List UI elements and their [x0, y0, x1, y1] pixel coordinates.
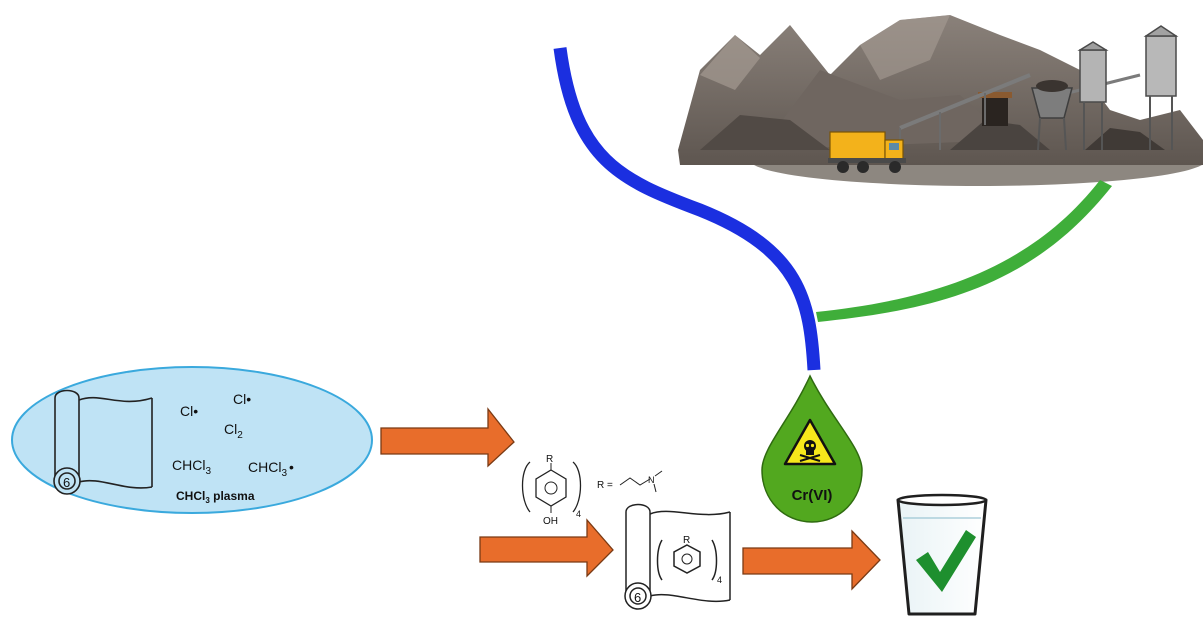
radical-label-2: Cl• — [233, 391, 251, 407]
calixarene-structure: R OH 4 R = N — [521, 454, 663, 527]
contaminant-label: Cr(VI) — [792, 487, 833, 504]
mining-site-illustration — [678, 15, 1203, 186]
chloroform-radical-label: CHCl3• — [248, 459, 294, 479]
r-substituent-label: R = — [597, 480, 613, 491]
skull-icon — [799, 440, 821, 462]
green-effluent-stream — [816, 180, 1112, 322]
checkmark-icon — [916, 530, 976, 592]
modified-membrane: R 4 6 — [624, 503, 731, 610]
modified-membrane-label: 6 — [634, 590, 641, 605]
chlorine-label: Cl2 — [224, 421, 243, 441]
membrane-label: 6 — [63, 475, 70, 490]
calixarene-oh-label: OH — [543, 516, 558, 527]
plasma-ellipse — [11, 366, 373, 514]
clean-water-glass-icon — [896, 493, 988, 616]
arrow-calixarene-to-membrane — [479, 518, 614, 578]
calixarene-repeat-label: 4 — [576, 509, 581, 519]
membrane-r-label: R — [683, 535, 690, 546]
arrow-plasma-to-membrane — [380, 407, 515, 468]
dump-truck-icon — [828, 131, 906, 173]
radical-label-1: Cl• — [180, 403, 198, 419]
calixarene-r-label: R — [546, 454, 553, 465]
chloroform-label: CHCl3 — [172, 457, 211, 477]
arrow-membrane-to-water — [742, 529, 881, 591]
amine-n-label: N — [648, 475, 655, 485]
plasma-caption: CHCl3 plasma — [176, 489, 255, 505]
toxic-hazard-icon — [783, 418, 837, 466]
toxic-drop: Cr(VI) — [761, 374, 863, 523]
membrane-repeat-label: 4 — [717, 575, 722, 585]
blue-water-stream — [553, 47, 821, 371]
membrane-scroll-icon — [53, 389, 153, 495]
plasma-treatment: 6 Cl• Cl• Cl2 CHCl3 CHCl3• CHCl3 plasma — [11, 366, 373, 514]
